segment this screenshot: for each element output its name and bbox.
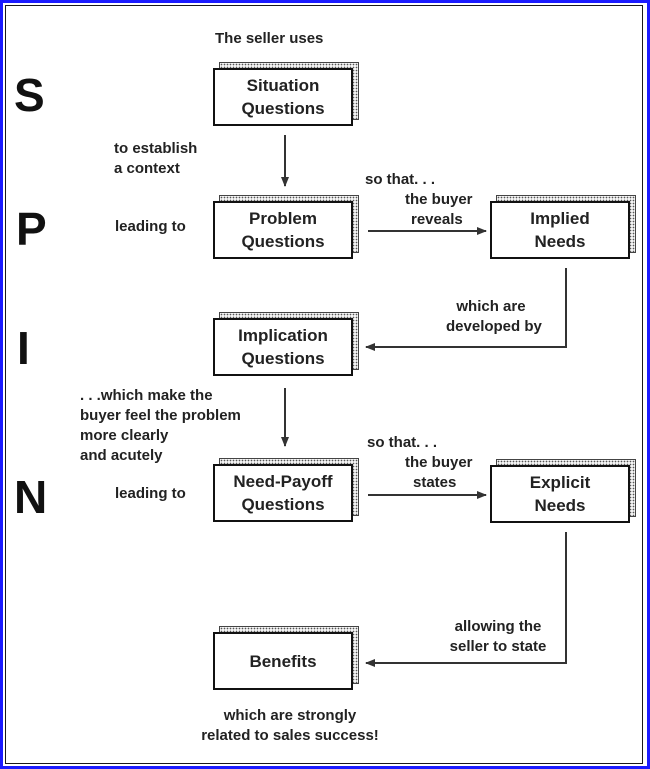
label-line: seller to state	[449, 638, 547, 655]
box-face: Explicit Needs	[490, 465, 630, 523]
arrow-implied-to-implication	[365, 268, 567, 351]
label-make-buyer-feel: . . .which make the buyer feel the probl…	[80, 386, 241, 466]
letter-i: I	[17, 322, 30, 374]
box-line: Situation	[246, 76, 320, 95]
box-line: Explicit	[529, 473, 591, 492]
label-line: the buyer	[405, 191, 473, 208]
box-face: Need-Payoff Questions	[213, 464, 353, 522]
box-line: Needs	[534, 496, 586, 515]
label-line: reveals	[411, 211, 463, 228]
label-line: a context	[114, 160, 180, 177]
box-line: Questions	[241, 232, 325, 251]
label-line: more clearly	[80, 427, 169, 444]
label-leading-to-needpayoff: leading to	[115, 485, 186, 502]
label-line: . . .which make the	[80, 387, 213, 404]
box-face: Problem Questions	[213, 201, 353, 259]
label-leading-to-problem: leading to	[115, 218, 186, 235]
box-line: Questions	[241, 99, 325, 118]
label-related-success: which are strongly related to sales succ…	[180, 706, 400, 746]
box-face: Situation Questions	[213, 68, 353, 126]
box-line: Needs	[534, 232, 586, 251]
letter-p: P	[16, 203, 47, 255]
label-line: developed by	[446, 318, 542, 335]
label-line: so that. . .	[365, 171, 436, 188]
label-seller-uses: The seller uses	[215, 30, 324, 47]
box-line: Need-Payoff	[233, 472, 333, 491]
box-line: Benefits	[249, 651, 317, 671]
label-so-that-reveals: so that. . . the buyer reveals	[365, 170, 473, 230]
label-line: states	[413, 474, 457, 491]
label-line: allowing the	[454, 618, 542, 635]
label-line: and acutely	[80, 447, 163, 464]
label-so-that-states: so that. . . the buyer states	[367, 433, 473, 493]
box-line: Implication	[238, 326, 328, 345]
box-face: Implication Questions	[213, 318, 353, 376]
box-explicit-needs: Explicit Needs	[490, 459, 636, 523]
box-line: Questions	[241, 349, 325, 368]
box-problem-questions: Problem Questions	[213, 195, 359, 259]
box-line: Problem	[248, 209, 318, 228]
letter-n: N	[14, 471, 48, 523]
label-line: which are strongly	[223, 707, 357, 724]
label-developed-by: which are developed by	[446, 297, 542, 337]
box-line: Questions	[241, 495, 325, 514]
label-line: which are	[456, 298, 526, 315]
letter-s: S	[14, 69, 45, 121]
label-line: buyer feel the problem	[80, 407, 241, 424]
box-line: Implied	[530, 209, 590, 228]
label-allowing-seller: allowing the seller to state	[438, 617, 558, 657]
arrow-explicit-to-benefits	[365, 532, 567, 667]
box-face: Implied Needs	[490, 201, 630, 259]
box-benefits: Benefits	[213, 626, 359, 690]
label-establish-context: to establish a context	[114, 139, 197, 179]
label-line: to establish	[114, 140, 198, 157]
box-situation-questions: Situation Questions	[213, 62, 359, 126]
box-need-payoff-questions: Need-Payoff Questions	[213, 458, 359, 522]
diagram-inner-border	[5, 5, 643, 764]
label-line: the buyer	[405, 454, 473, 471]
label-line: so that. . .	[367, 434, 438, 451]
box-implication-questions: Implication Questions	[213, 312, 359, 376]
label-line: related to sales success!	[201, 727, 379, 744]
box-face: Benefits	[213, 632, 353, 690]
box-implied-needs: Implied Needs	[490, 195, 636, 259]
